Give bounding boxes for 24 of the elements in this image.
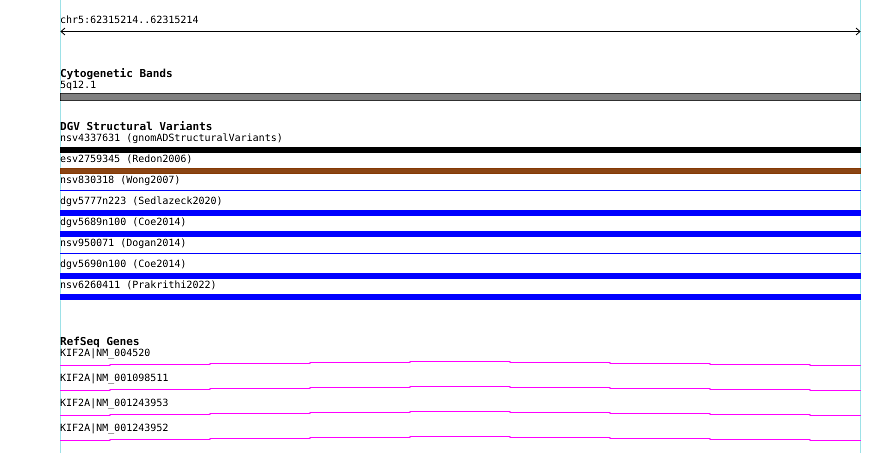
feature-track: [60, 196, 861, 218]
feature-label: nsv6260411 (Prakrithi2022): [60, 280, 217, 292]
feature-label: KIF2A|NM_004520: [60, 348, 150, 360]
coordinate-label: chr5:62315214..62315214: [60, 15, 198, 27]
track-title: RefSeq Genes: [60, 336, 140, 348]
feature-label: dgv5777n223 (Sedlazeck2020): [60, 196, 223, 208]
feature-label: 5q12.1: [60, 80, 96, 92]
feature-track: [60, 217, 861, 239]
feature-label: dgv5690n100 (Coe2014): [60, 259, 186, 271]
feature-track: [60, 154, 861, 176]
feature-label: KIF2A|NM_001098511: [60, 373, 168, 385]
feature-track: [60, 280, 861, 302]
feature-label: nsv830318 (Wong2007): [60, 175, 180, 187]
track-title: Cytogenetic Bands: [60, 68, 173, 80]
feature-track: [60, 80, 861, 102]
feature-track: [60, 259, 861, 281]
feature-label: dgv5689n100 (Coe2014): [60, 217, 186, 229]
feature-label: nsv4337631 (gnomADStructuralVariants): [60, 133, 283, 145]
feature-label: KIF2A|NM_001243952: [60, 423, 168, 435]
track-title: DGV Structural Variants: [60, 121, 212, 133]
feature-label: esv2759345 (Redon2006): [60, 154, 192, 166]
feature-track: [60, 133, 861, 155]
feature-label: KIF2A|NM_001243953: [60, 398, 168, 410]
feature-label: nsv950071 (Dogan2014): [60, 238, 186, 250]
